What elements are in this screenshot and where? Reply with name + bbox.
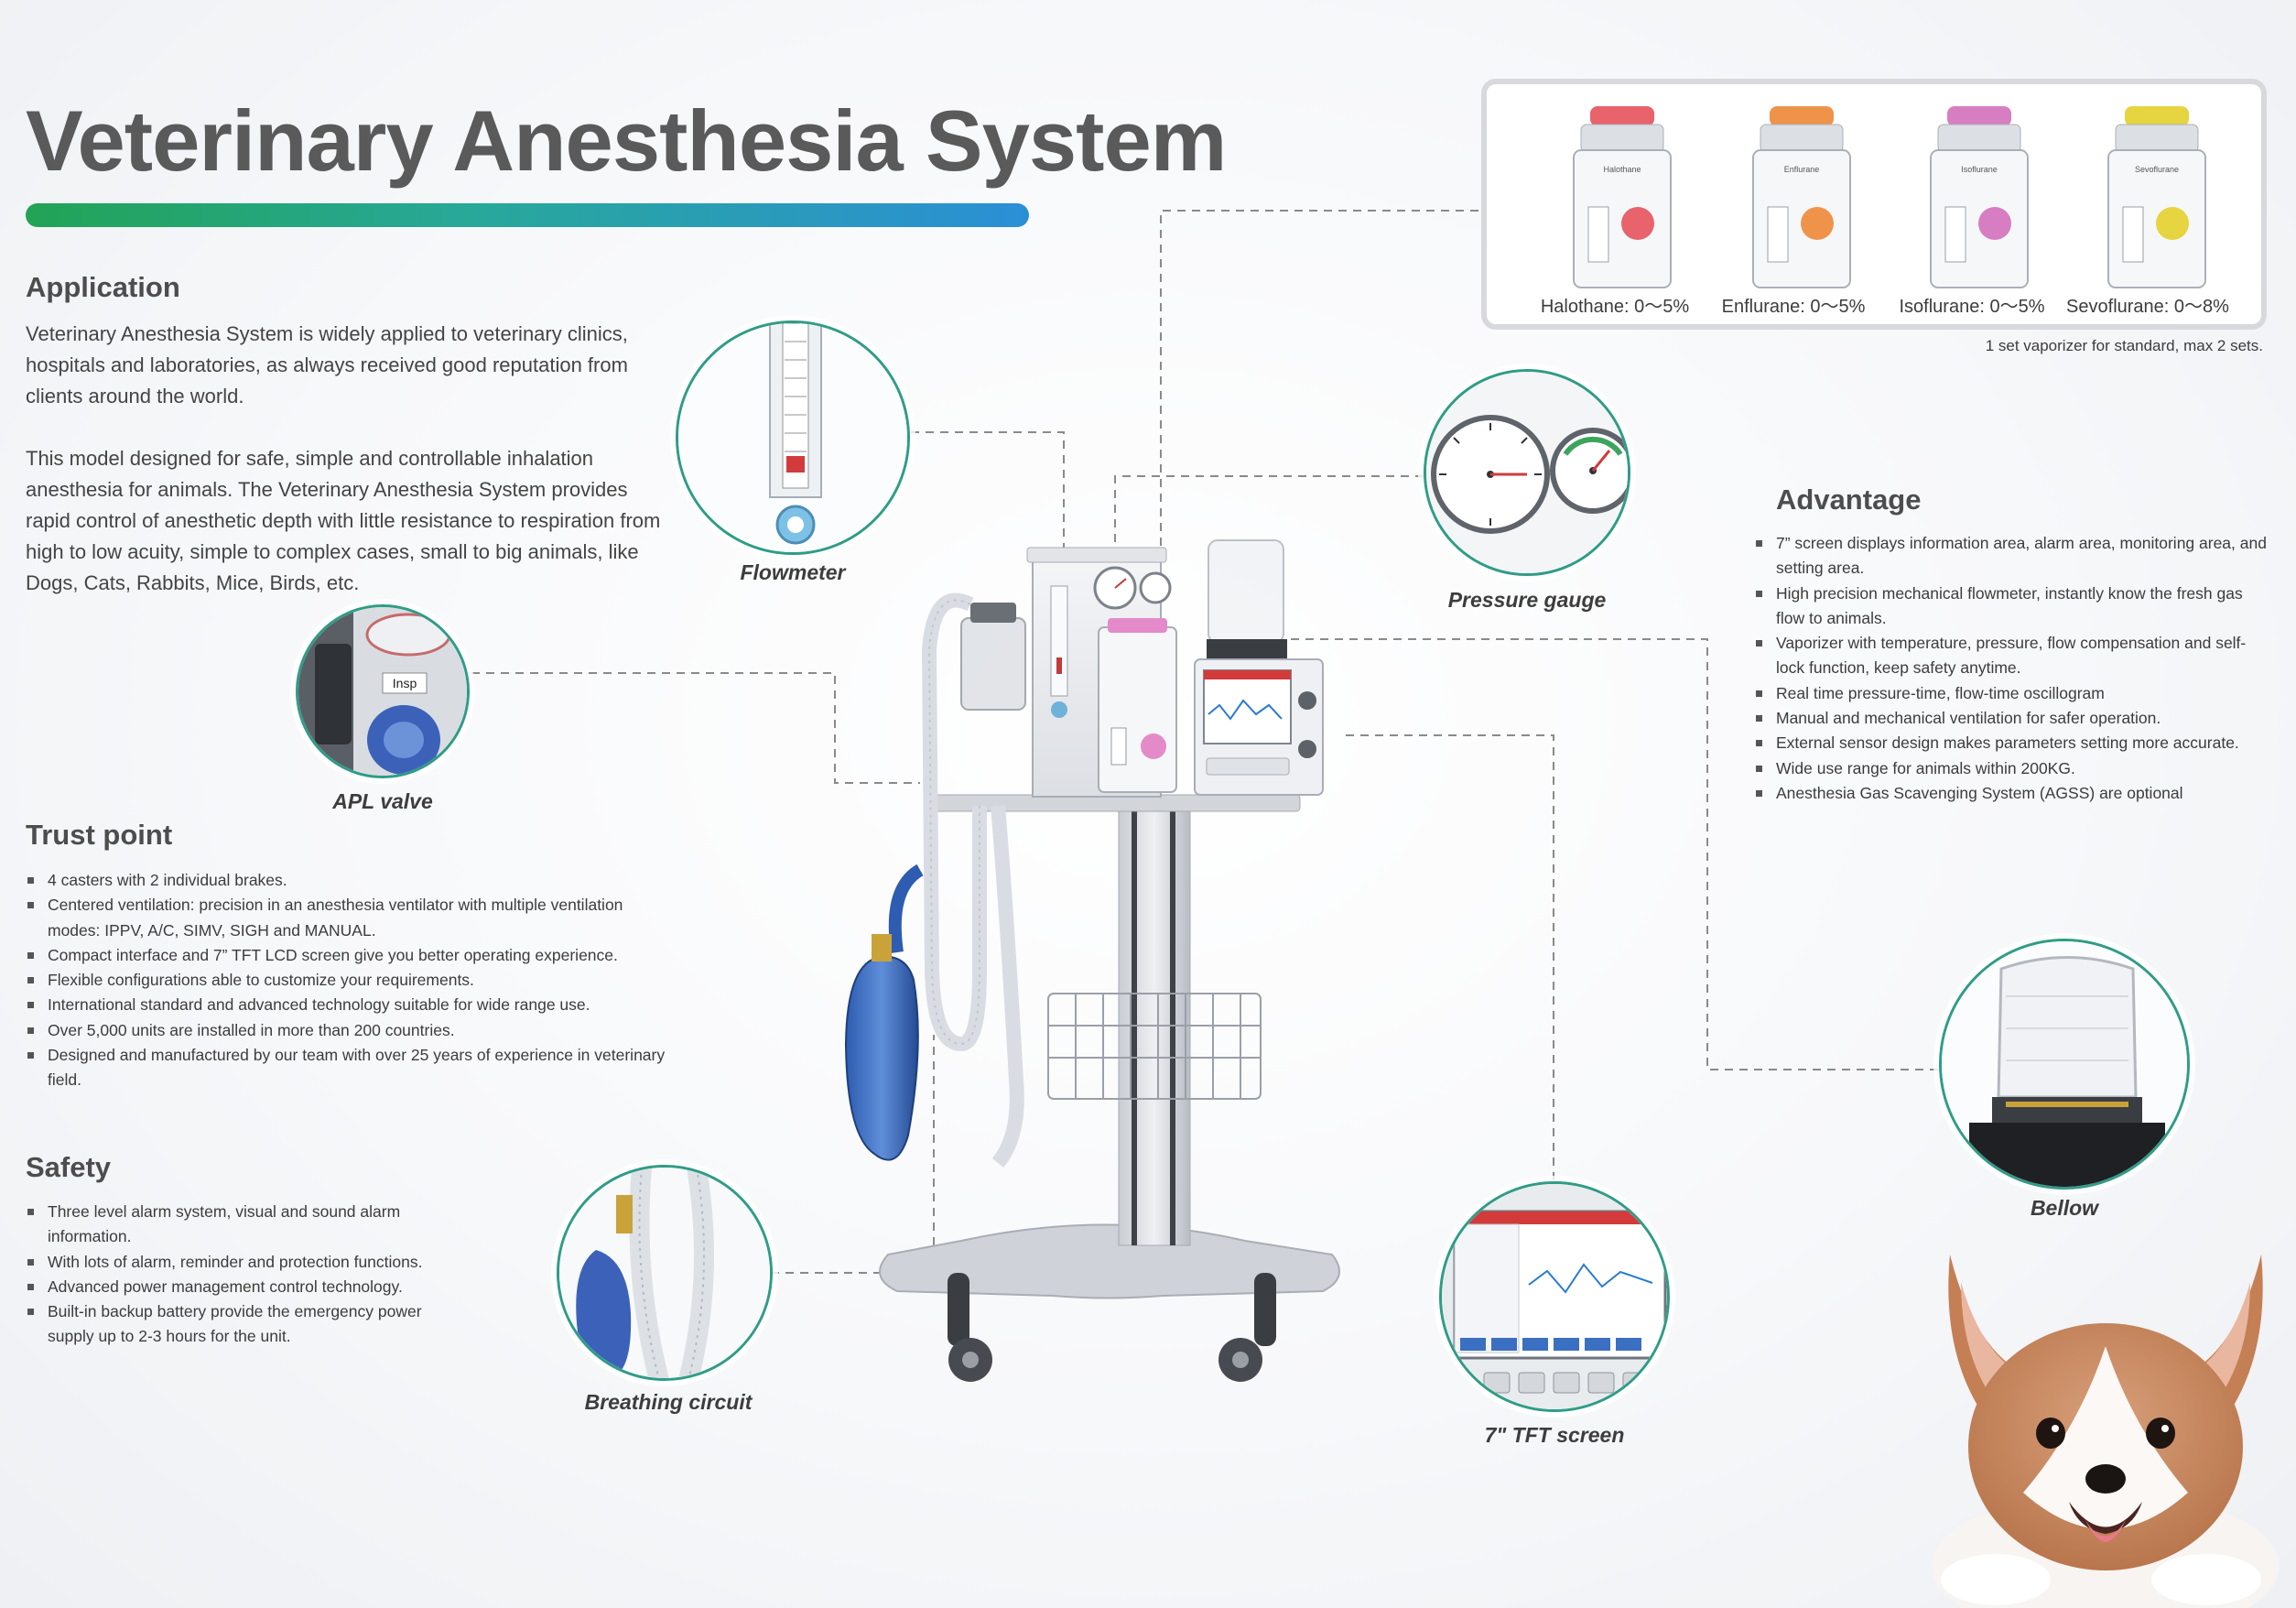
pressure-gauge-callout xyxy=(1424,369,1630,576)
advantage-list: 7” screen displays information area, ala… xyxy=(1754,531,2267,806)
apl-valve-label: APL valve xyxy=(332,789,433,813)
vaporizer-label: Sevoflurane: 0～8% xyxy=(2066,297,2229,317)
list-item: Advanced power management control techno… xyxy=(26,1275,447,1299)
list-item: 7” screen displays information area, ala… xyxy=(1754,531,2267,581)
vaporizer-icon: Isoflurane xyxy=(1930,106,2029,288)
vaporizer-isoflurane: Isoflurane xyxy=(1888,106,2071,294)
puppy-image xyxy=(1932,1255,2280,1608)
anesthesia-machine-illustration xyxy=(844,539,1340,1382)
advantage-heading: Advantage xyxy=(1776,483,1922,516)
list-item: Compact interface and 7” TFT LCD screen … xyxy=(26,943,666,968)
vaporizer-sevoflurane: Sevoflurane xyxy=(2065,106,2248,294)
application-heading: Application xyxy=(26,271,180,303)
breathing-circuit-label: Breathing circuit xyxy=(584,1390,753,1414)
list-item: Real time pressure-time, flow-time oscil… xyxy=(1754,681,2267,706)
flowmeter-icon xyxy=(678,323,907,552)
trust-heading: Trust point xyxy=(26,819,173,851)
pressure-gauge-label: Pressure gauge xyxy=(1447,588,1607,612)
list-item: With lots of alarm, reminder and protect… xyxy=(26,1250,447,1275)
bellow-callout xyxy=(1939,939,2190,1190)
application-para-2: This model designed for safe, simple and… xyxy=(26,447,661,594)
safety-list: Three level alarm system, visual and sou… xyxy=(26,1200,447,1350)
breathing-circuit-callout xyxy=(557,1165,773,1381)
list-item: Manual and mechanical ventilation for sa… xyxy=(1754,706,2267,731)
vaporizer-panel: Halothane Enflurane Isoflurane xyxy=(1481,79,2267,330)
vaporizer-halothane: Halothane xyxy=(1531,106,1714,294)
list-item: 4 casters with 2 individual brakes. xyxy=(26,868,666,893)
page-title: Veterinary Anesthesia System xyxy=(26,92,1227,189)
tft-screen-icon xyxy=(1442,1184,1667,1409)
list-item: External sensor design makes parameters … xyxy=(1754,731,2267,755)
apl-valve-icon: Insp xyxy=(298,607,467,776)
vaporizer-label: Isoflurane: 0～5% xyxy=(1899,297,2045,317)
vaporizer-label: Halothane: 0～5% xyxy=(1540,297,1690,317)
list-item: Centered ventilation: precision in an an… xyxy=(26,893,666,943)
list-item: High precision mechanical flowmeter, ins… xyxy=(1754,581,2267,632)
pressure-gauge-icon xyxy=(1426,372,1628,573)
bellow-icon xyxy=(1942,941,2187,1187)
list-item: Built-in backup battery provide the emer… xyxy=(26,1299,447,1350)
vaporizer-cap-label: Enflurane xyxy=(1784,165,1820,174)
vaporizer-label: Enflurane: 0～5% xyxy=(1721,297,1866,317)
list-item: International standard and advanced tech… xyxy=(26,993,666,1017)
trust-list: 4 casters with 2 individual brakes. Cent… xyxy=(26,868,666,1093)
application-para-1: Veterinary Anesthesia System is widely a… xyxy=(26,322,628,407)
vaporizer-cap-label: Isoflurane xyxy=(1961,165,1998,174)
vaporizer-icon: Sevoflurane xyxy=(2107,106,2206,288)
list-item: Over 5,000 units are installed in more t… xyxy=(26,1018,666,1043)
vaporizer-note: 1 set vaporizer for standard, max 2 sets… xyxy=(1985,337,2263,354)
apl-valve-callout: Insp xyxy=(296,604,470,778)
tft-screen-callout xyxy=(1439,1181,1670,1412)
tft-screen-label: 7" TFT screen xyxy=(1484,1423,1625,1447)
safety-heading: Safety xyxy=(26,1151,112,1183)
flowmeter-callout xyxy=(676,321,910,555)
vaporizer-icon: Enflurane xyxy=(1752,106,1851,288)
list-item: Anesthesia Gas Scavenging System (AGSS) … xyxy=(1754,781,2267,806)
vaporizer-cap-label: Halothane xyxy=(1603,165,1641,174)
apl-tag: Insp xyxy=(393,676,417,690)
vaporizer-cap-label: Sevoflurane xyxy=(2135,165,2179,174)
list-item: Flexible configurations able to customiz… xyxy=(26,968,666,993)
list-item: Three level alarm system, visual and sou… xyxy=(26,1200,447,1250)
vaporizer-enflurane: Enflurane xyxy=(1710,106,1893,294)
bellow-label: Bellow xyxy=(2030,1196,2099,1220)
flowmeter-label: Flowmeter xyxy=(740,560,846,584)
breathing-circuit-icon xyxy=(559,1168,770,1378)
title-gradient-bar xyxy=(26,203,1029,227)
list-item: Wide use range for animals within 200KG. xyxy=(1754,756,2267,781)
list-item: Designed and manufactured by our team wi… xyxy=(26,1043,666,1093)
vaporizer-icon: Halothane xyxy=(1573,106,1672,288)
list-item: Vaporizer with temperature, pressure, fl… xyxy=(1754,631,2267,681)
